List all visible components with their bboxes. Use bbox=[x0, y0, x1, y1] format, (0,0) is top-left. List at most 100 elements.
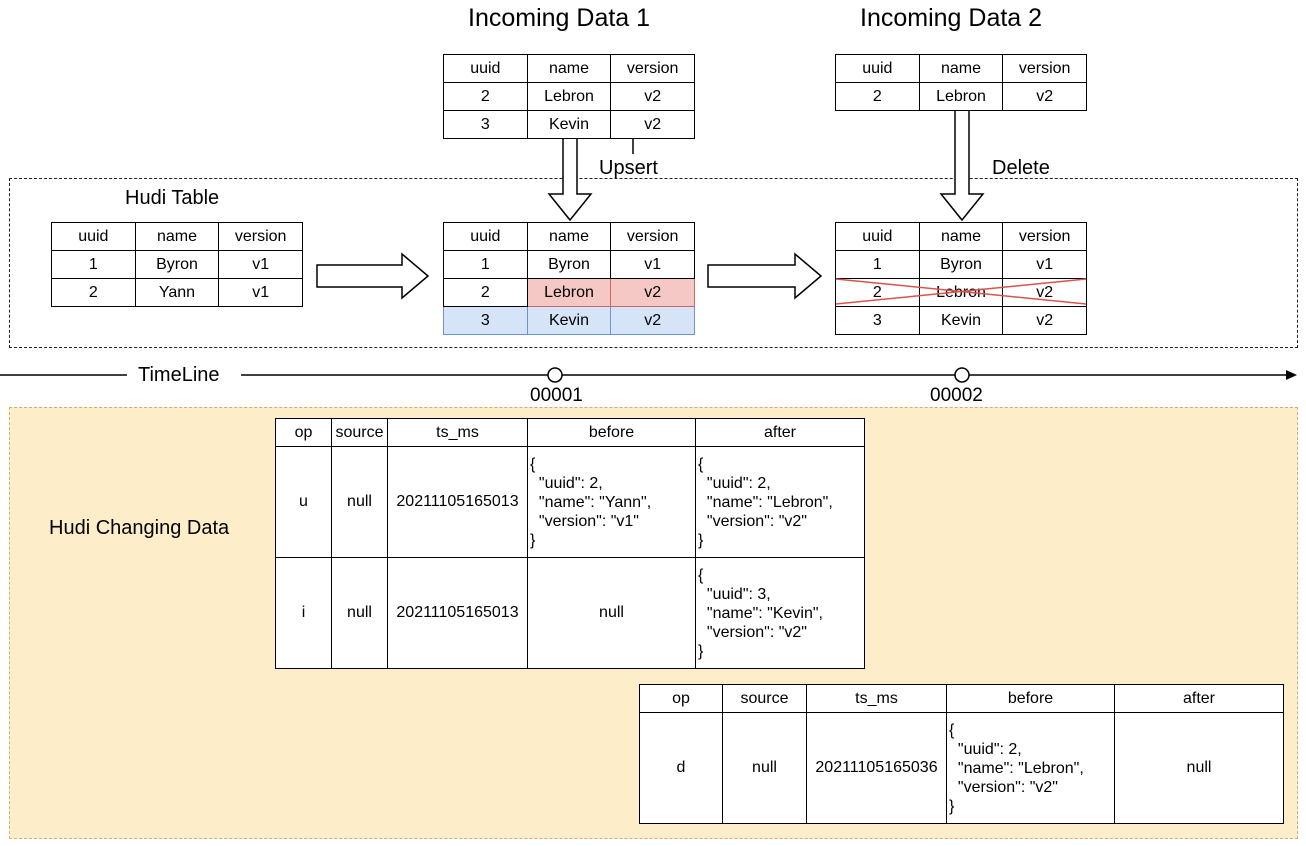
header-ts-ms: ts_ms bbox=[806, 684, 947, 713]
cell-uuid: 1 bbox=[443, 250, 528, 279]
header-source: source bbox=[331, 418, 388, 447]
cell-op: d bbox=[639, 712, 723, 824]
cell-ts-ms: 20211105165013 bbox=[387, 446, 528, 558]
cell-name: Kevin bbox=[526, 110, 612, 139]
table-header-row: uuid name version bbox=[443, 222, 695, 251]
cell-version: v1 bbox=[1002, 250, 1087, 279]
header-name: name bbox=[526, 54, 612, 83]
right-arrow-2 bbox=[707, 252, 823, 300]
header-uuid: uuid bbox=[51, 222, 136, 251]
incoming-data-1-title: Incoming Data 1 bbox=[468, 4, 651, 32]
cell-version-updated: v2 bbox=[610, 278, 695, 307]
table-row-updated: 2 Lebron v2 bbox=[443, 278, 695, 307]
table-row: 2 Yann v1 bbox=[51, 278, 303, 307]
timeline-arrowhead bbox=[1286, 370, 1297, 380]
changing-data-table-1: op source ts_ms before after u null 2021… bbox=[275, 418, 865, 669]
table-header-row: op source ts_ms before after bbox=[639, 684, 1284, 713]
hudi-table-title: Hudi Table bbox=[125, 187, 220, 209]
cell-name: Byron bbox=[918, 250, 1004, 279]
table-row: i null 20211105165013 null { "uuid": 3, … bbox=[275, 557, 865, 669]
cell-source: null bbox=[722, 712, 807, 824]
cell-before: null bbox=[527, 557, 696, 669]
table-header-row: uuid name version bbox=[835, 54, 1087, 83]
cell-version: v2 bbox=[610, 110, 695, 139]
cell-before: { "uuid": 2, "name": "Yann", "version": … bbox=[527, 446, 696, 558]
hudi-changing-data-title: Hudi Changing Data bbox=[49, 517, 230, 539]
table-row-inserted: 3 Kevin v2 bbox=[443, 306, 695, 335]
header-name: name bbox=[918, 222, 1004, 251]
header-ts-ms: ts_ms bbox=[387, 418, 528, 447]
table-row: u null 20211105165013 { "uuid": 2, "name… bbox=[275, 446, 865, 558]
header-op: op bbox=[275, 418, 332, 447]
cell-name: Byron bbox=[526, 250, 612, 279]
incoming-data-1-table: uuid name version 2 Lebron v2 3 Kevin v2 bbox=[443, 54, 695, 139]
hudi-initial-table: uuid name version 1 Byron v1 2 Yann v1 bbox=[51, 222, 303, 307]
cell-version: v2 bbox=[1002, 82, 1087, 111]
cell-name-updated: Lebron bbox=[526, 278, 612, 307]
table-row: 3 Kevin v2 bbox=[835, 306, 1087, 335]
commit-2-label: 00002 bbox=[930, 385, 983, 406]
cell-version: v2 bbox=[610, 82, 695, 111]
down-arrow-delete bbox=[939, 109, 985, 222]
header-version: version bbox=[610, 222, 695, 251]
cell-ts-ms: 20211105165013 bbox=[387, 557, 528, 669]
cell-after: null bbox=[1114, 712, 1284, 824]
upsert-label: Upsert bbox=[599, 157, 658, 179]
table-row: 3 Kevin v2 bbox=[443, 110, 695, 139]
header-version: version bbox=[1002, 222, 1087, 251]
cell-name: Lebron bbox=[918, 82, 1004, 111]
cell-op: u bbox=[275, 446, 332, 558]
changing-data-table-2: op source ts_ms before after d null 2021… bbox=[639, 684, 1284, 824]
delete-label: Delete bbox=[992, 157, 1050, 179]
table-row: 1 Byron v1 bbox=[443, 250, 695, 279]
right-arrow-1 bbox=[316, 252, 430, 300]
commit-marker-2 bbox=[954, 367, 970, 383]
after-delete-table: uuid name version 1 Byron v1 2 Lebron v2… bbox=[835, 222, 1087, 335]
incoming-data-2-table: uuid name version 2 Lebron v2 bbox=[835, 54, 1087, 111]
header-before: before bbox=[946, 684, 1115, 713]
cell-version: v2 bbox=[1002, 306, 1087, 335]
cell-after: { "uuid": 3, "name": "Kevin", "version":… bbox=[695, 557, 865, 669]
cell-version: v1 bbox=[218, 278, 303, 307]
incoming-data-2-title: Incoming Data 2 bbox=[860, 4, 1043, 32]
cell-source: null bbox=[331, 446, 388, 558]
header-uuid: uuid bbox=[835, 54, 920, 83]
header-after: after bbox=[1114, 684, 1284, 713]
cell-uuid: 3 bbox=[443, 110, 528, 139]
cell-ts-ms: 20211105165036 bbox=[806, 712, 947, 824]
header-op: op bbox=[639, 684, 723, 713]
table-header-row: uuid name version bbox=[51, 222, 303, 251]
header-name: name bbox=[918, 54, 1004, 83]
cell-op: i bbox=[275, 557, 332, 669]
timeline-label: TimeLine bbox=[138, 364, 220, 387]
table-row: 1 Byron v1 bbox=[835, 250, 1087, 279]
commit-marker-1 bbox=[547, 367, 563, 383]
header-version: version bbox=[1002, 54, 1087, 83]
header-source: source bbox=[722, 684, 807, 713]
cell-name: Yann bbox=[134, 278, 220, 307]
cell-uuid: 2 bbox=[51, 278, 136, 307]
cell-uuid: 1 bbox=[51, 250, 136, 279]
table-row: 2 Lebron v2 bbox=[835, 82, 1087, 111]
header-before: before bbox=[527, 418, 696, 447]
table-row: 1 Byron v1 bbox=[51, 250, 303, 279]
cell-version: v1 bbox=[610, 250, 695, 279]
cell-uuid: 3 bbox=[835, 306, 920, 335]
header-name: name bbox=[134, 222, 220, 251]
hudi-table-region bbox=[9, 178, 1298, 348]
cell-version-inserted: v2 bbox=[610, 306, 695, 335]
cell-source: null bbox=[331, 557, 388, 669]
table-header-row: uuid name version bbox=[443, 54, 695, 83]
cell-before: { "uuid": 2, "name": "Lebron", "version"… bbox=[946, 712, 1115, 824]
header-after: after bbox=[695, 418, 865, 447]
header-uuid: uuid bbox=[443, 222, 528, 251]
table-row: d null 20211105165036 { "uuid": 2, "name… bbox=[639, 712, 1284, 824]
after-upsert-table: uuid name version 1 Byron v1 2 Lebron v2… bbox=[443, 222, 695, 335]
cell-name-inserted: Kevin bbox=[526, 306, 612, 335]
table-header-row: op source ts_ms before after bbox=[275, 418, 865, 447]
cell-after: { "uuid": 2, "name": "Lebron", "version"… bbox=[695, 446, 865, 558]
commit-1-label: 00001 bbox=[530, 385, 583, 406]
down-arrow-upsert bbox=[547, 137, 593, 222]
